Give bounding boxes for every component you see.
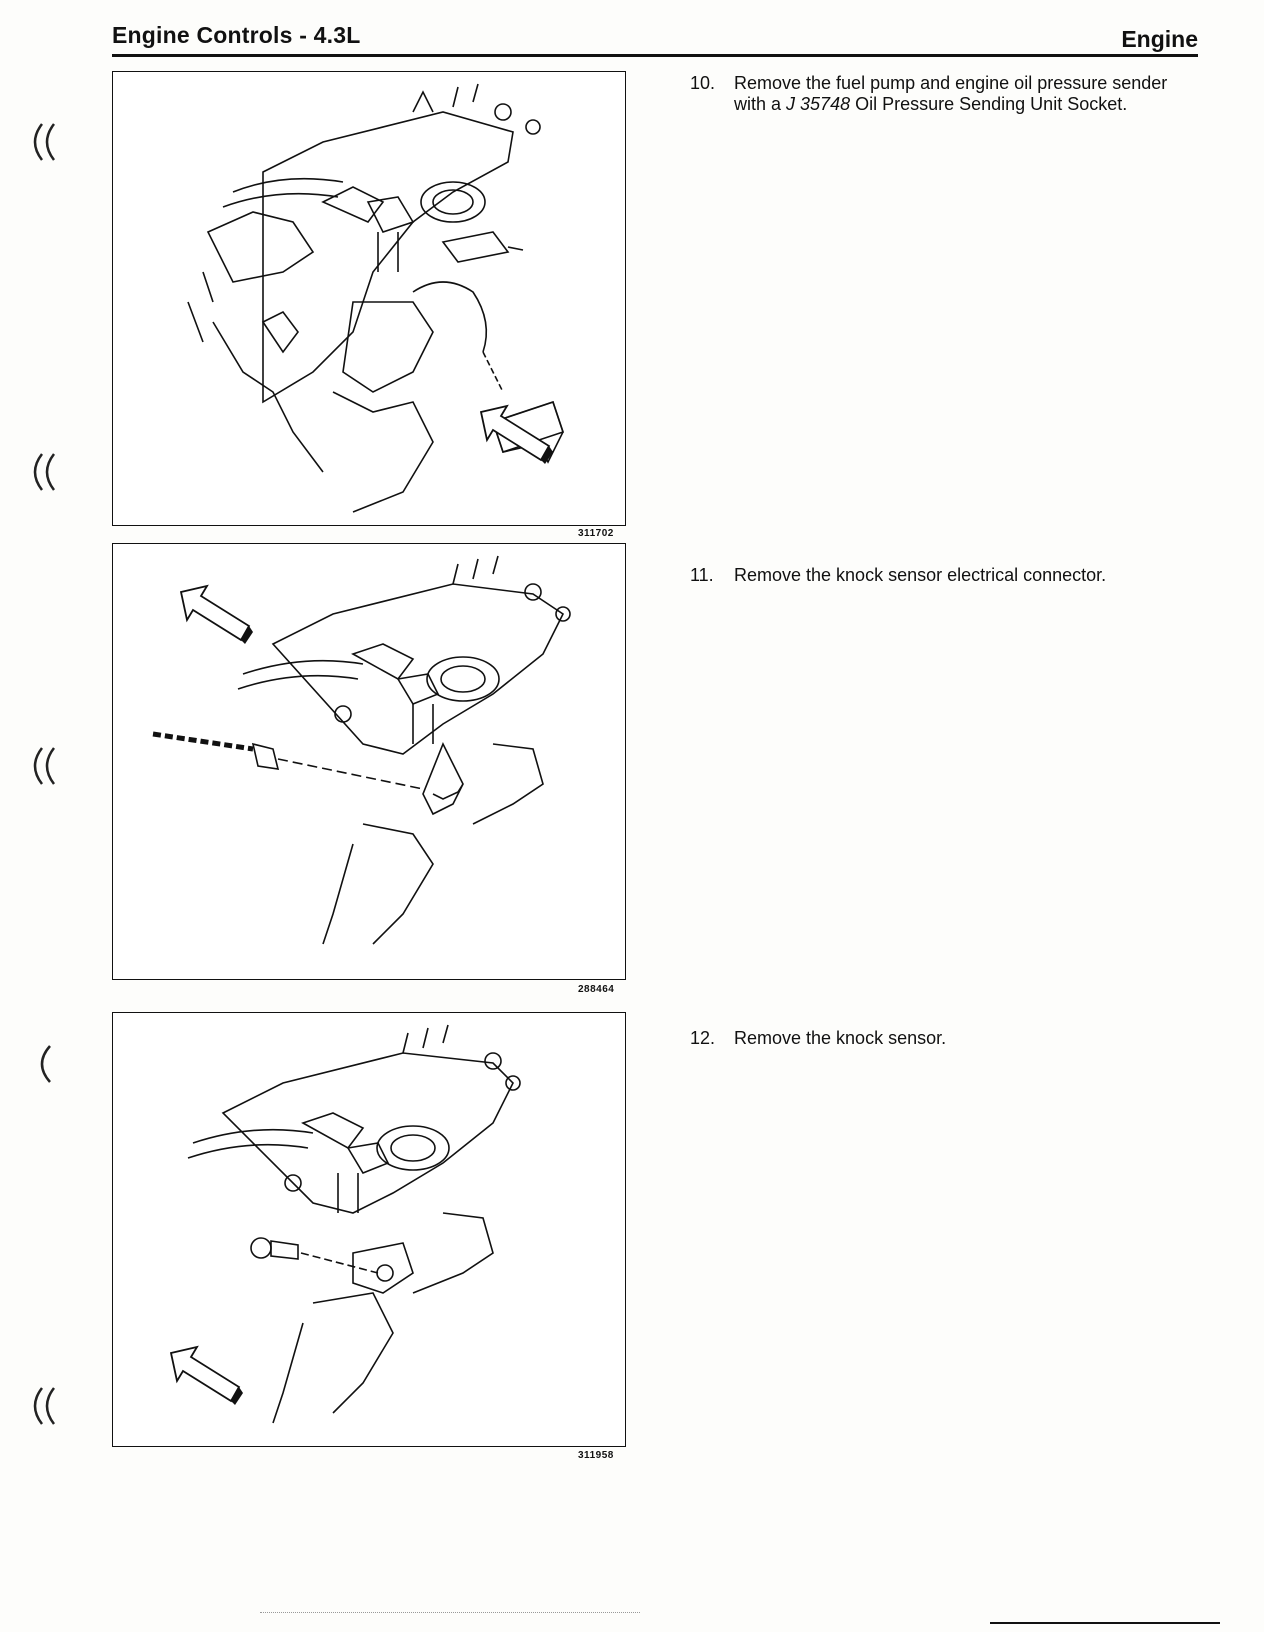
binder-mark-icon	[33, 453, 56, 491]
tool-number: J 35748	[786, 94, 851, 114]
page-header-title: Engine Controls - 4.3L	[112, 22, 361, 48]
step-10: 10. Remove the fuel pump and engine oil …	[690, 73, 1198, 115]
step-number: 11.	[690, 565, 714, 585]
direction-arrow-icon	[479, 404, 553, 464]
step-12: 12. Remove the knock sensor.	[690, 1028, 1198, 1049]
engine-block-illustration	[187, 1024, 521, 1424]
step-text: Remove the knock sensor electrical conne…	[734, 565, 1107, 585]
footer-rule	[990, 1622, 1220, 1624]
engine-block-illustration	[152, 555, 571, 945]
step-text: Remove the knock sensor.	[734, 1028, 947, 1048]
step-number: 10.	[690, 73, 716, 93]
figure-knock-sensor	[112, 1012, 626, 1447]
figure-code: 311702	[578, 528, 614, 539]
binder-mark-icon	[33, 747, 56, 785]
step-11: 11. Remove the knock sensor electrical c…	[690, 565, 1198, 586]
figure-code: 288464	[578, 984, 615, 995]
step-number: 12.	[690, 1028, 716, 1048]
figure-code: 311958	[578, 1450, 614, 1461]
direction-arrow-icon	[179, 584, 253, 644]
figure-knock-sensor-connector	[112, 543, 626, 980]
binder-mark-icon	[40, 1045, 51, 1083]
figure-oil-pressure-sender	[112, 71, 626, 526]
scan-artifact	[260, 1612, 640, 1615]
page-section-title: Engine	[1121, 26, 1198, 52]
header-rule	[112, 54, 1198, 57]
binder-mark-icon	[33, 1387, 56, 1425]
direction-arrow-icon	[169, 1345, 243, 1405]
binder-mark-icon	[33, 123, 56, 161]
step-text: Remove the fuel pump and engine oil pres…	[734, 73, 1168, 114]
